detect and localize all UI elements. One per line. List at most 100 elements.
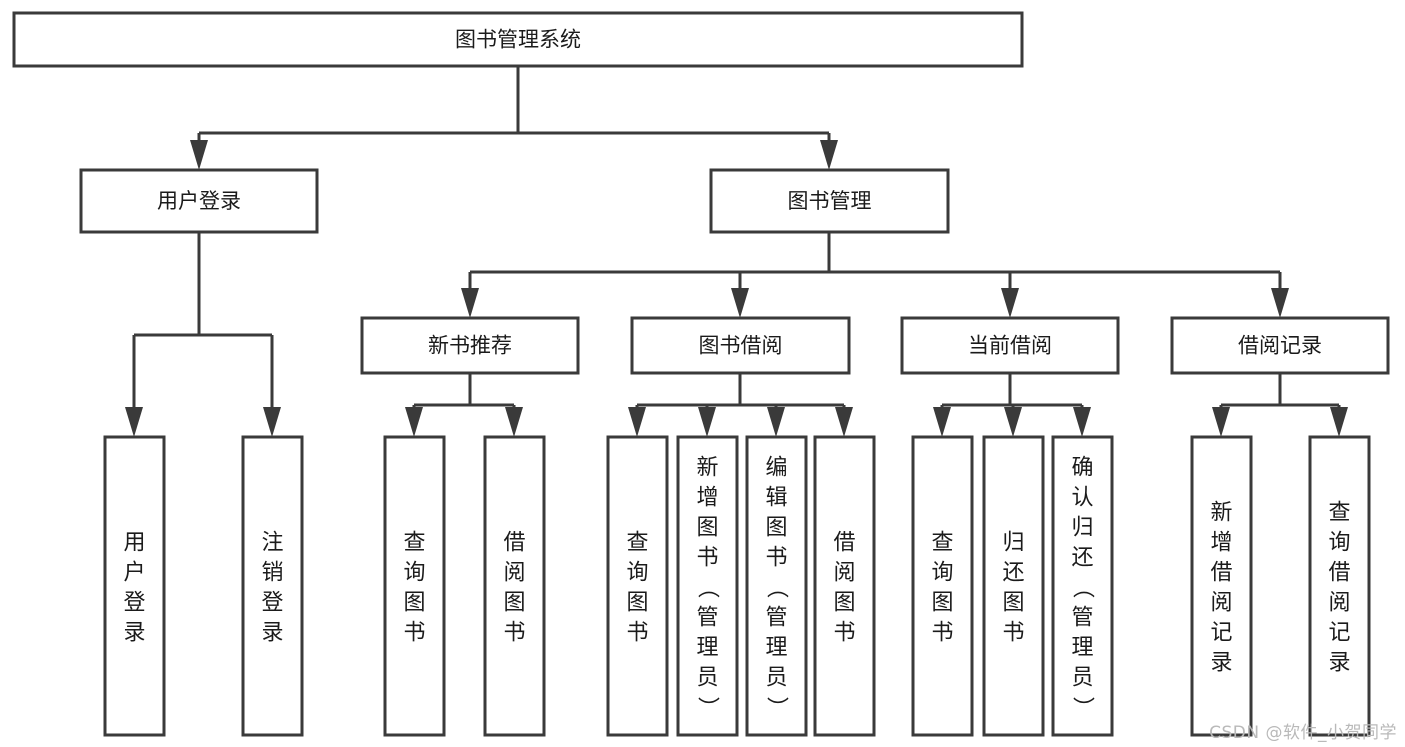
svg-text:借: 借	[1328, 560, 1350, 585]
svg-text:阅: 阅	[503, 560, 525, 585]
svg-text:查: 查	[626, 530, 648, 555]
svg-text:登: 登	[261, 590, 283, 615]
arrow-to-leaf-edit-book	[767, 405, 785, 437]
connector-bus-user-login	[134, 232, 272, 337]
arrow-to-leaf-add-book	[698, 405, 716, 437]
svg-text:图: 图	[696, 515, 718, 540]
node-label: 借阅记录	[1238, 334, 1322, 358]
svg-text:归: 归	[1071, 515, 1093, 540]
svg-text:询: 询	[403, 560, 425, 585]
svg-text:（: （	[764, 576, 789, 598]
svg-text:增: 增	[696, 485, 718, 510]
svg-text:理: 理	[765, 635, 787, 660]
arrow-to-leaf-return-book	[1004, 405, 1022, 437]
arrow-to-book-manage	[820, 133, 838, 170]
svg-text:辑: 辑	[765, 485, 787, 510]
arrow-to-leaf-user-login	[125, 335, 143, 437]
svg-text:书: 书	[931, 620, 953, 645]
arrow-to-leaf-borrow-book-2	[835, 405, 853, 437]
svg-text:认: 认	[1071, 485, 1093, 510]
svg-text:（: （	[1070, 576, 1095, 598]
node-borrow-record[interactable]: 借阅记录	[1170, 316, 1390, 375]
arrow-to-leaf-query-book-2	[628, 405, 646, 437]
svg-text:记: 记	[1328, 620, 1350, 645]
node-new-book-rec[interactable]: 新书推荐	[360, 316, 580, 375]
svg-text:图: 图	[1002, 590, 1024, 615]
svg-text:员: 员	[765, 665, 787, 690]
arrow-to-book-borrow	[731, 272, 749, 318]
svg-text:阅: 阅	[1328, 590, 1350, 615]
svg-text:理: 理	[696, 635, 718, 660]
svg-text:录: 录	[123, 620, 145, 645]
svg-text:借: 借	[833, 530, 855, 555]
svg-text:书: 书	[765, 545, 787, 570]
svg-text:编: 编	[765, 455, 787, 480]
connector-bus-current-borrow	[942, 373, 1082, 407]
node-user-login[interactable]: 用户登录	[79, 168, 319, 234]
node-root-system[interactable]: 图书管理系统	[12, 11, 1024, 68]
svg-text:员: 员	[1071, 665, 1093, 690]
connector-bus-book-manage	[470, 232, 1280, 274]
svg-text:）: ）	[695, 696, 720, 718]
svg-text:登: 登	[123, 590, 145, 615]
node-current-borrow[interactable]: 当前借阅	[900, 316, 1120, 375]
svg-text:询: 询	[1328, 530, 1350, 555]
connector-bus-book-borrow	[637, 373, 844, 407]
svg-text:询: 询	[931, 560, 953, 585]
svg-text:查: 查	[1328, 500, 1350, 525]
svg-text:询: 询	[626, 560, 648, 585]
arrow-to-current-borrow	[1001, 272, 1019, 318]
svg-text:图: 图	[765, 515, 787, 540]
svg-text:）: ）	[1070, 696, 1095, 718]
svg-text:管: 管	[1071, 605, 1093, 630]
svg-text:查: 查	[931, 530, 953, 555]
svg-text:查: 查	[403, 530, 425, 555]
svg-text:用: 用	[123, 530, 145, 555]
node-label: 用户登录	[157, 189, 241, 213]
svg-text:图: 图	[503, 590, 525, 615]
svg-text:书: 书	[1002, 620, 1024, 645]
svg-text:新: 新	[696, 455, 718, 480]
arrow-to-leaf-borrow-book-1	[505, 405, 523, 437]
node-leaf-user-login[interactable]: 用户登录	[103, 435, 166, 737]
svg-text:书: 书	[626, 620, 648, 645]
node-label-vertical: 用户登录	[123, 530, 145, 645]
svg-text:录: 录	[1210, 650, 1232, 675]
svg-text:记: 记	[1210, 620, 1232, 645]
svg-text:图: 图	[833, 590, 855, 615]
svg-text:图: 图	[626, 590, 648, 615]
svg-text:图: 图	[931, 590, 953, 615]
svg-text:增: 增	[1210, 530, 1232, 555]
arrow-to-leaf-query-record	[1330, 405, 1348, 437]
node-book-manage[interactable]: 图书管理	[709, 168, 950, 234]
svg-text:阅: 阅	[1210, 590, 1232, 615]
node-label: 图书管理系统	[455, 28, 581, 52]
svg-text:）: ）	[764, 696, 789, 718]
svg-text:新: 新	[1210, 500, 1232, 525]
node-book-borrow[interactable]: 图书借阅	[630, 316, 851, 375]
svg-text:书: 书	[833, 620, 855, 645]
svg-text:归: 归	[1002, 530, 1024, 555]
svg-text:还: 还	[1071, 545, 1093, 570]
svg-text:管: 管	[696, 605, 718, 630]
